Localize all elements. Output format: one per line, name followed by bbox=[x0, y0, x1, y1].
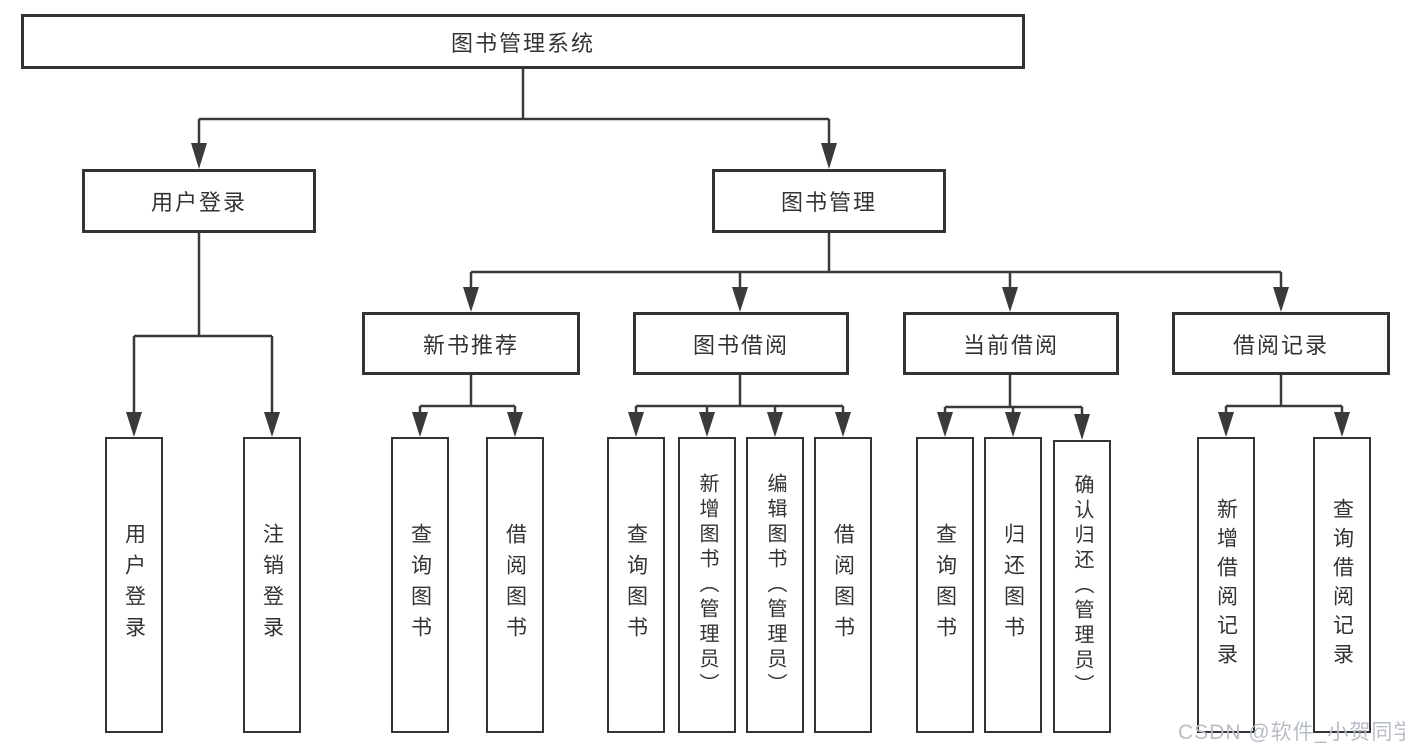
wire-current-leaves bbox=[943, 375, 1084, 414]
leaf-current-return-label: 归还图书 bbox=[1001, 523, 1025, 647]
leaf-newbooks-query-label: 查询图书 bbox=[408, 523, 432, 647]
leaf-borrowing-add-admin: 新增图书（管理员） bbox=[678, 437, 736, 733]
leaf-newbooks-borrow-label: 借阅图书 bbox=[503, 523, 527, 647]
node-borrow-records: 借阅记录 bbox=[1172, 312, 1390, 375]
arrow-to-current-query bbox=[937, 412, 953, 437]
arrow-to-new-books bbox=[463, 287, 479, 312]
leaf-current-confirm-admin: 确认归还（管理员） bbox=[1053, 440, 1111, 733]
leaf-records-query-label: 查询借阅记录 bbox=[1330, 498, 1354, 672]
node-book-borrowing-label: 图书借阅 bbox=[692, 332, 789, 358]
node-new-book-recommend-label: 新书推荐 bbox=[422, 332, 519, 358]
node-current-borrowing-label: 当前借阅 bbox=[962, 332, 1059, 358]
arrow-to-borrowing-query bbox=[628, 412, 644, 437]
wire-borrowing-leaves bbox=[634, 375, 845, 414]
node-book-borrowing: 图书借阅 bbox=[633, 312, 849, 375]
leaf-logout: 注销登录 bbox=[243, 437, 301, 733]
node-current-borrowing: 当前借阅 bbox=[903, 312, 1119, 375]
node-root-label: 图书管理系统 bbox=[450, 30, 595, 56]
arrow-to-borrowing-borrow bbox=[835, 412, 851, 437]
wire-root-level2 bbox=[197, 69, 831, 147]
arrow-to-user-login bbox=[191, 143, 207, 169]
leaf-current-return: 归还图书 bbox=[984, 437, 1042, 733]
arrow-to-current bbox=[1002, 287, 1018, 312]
node-book-management-label: 图书管理 bbox=[780, 190, 877, 215]
arrow-to-borrowing-add bbox=[699, 412, 715, 437]
node-book-management: 图书管理 bbox=[712, 169, 946, 233]
arrow-to-leaf-user-login bbox=[126, 412, 142, 437]
leaf-records-add-label: 新增借阅记录 bbox=[1214, 498, 1238, 672]
leaf-borrowing-add-admin-label: 新增图书（管理员） bbox=[696, 472, 718, 698]
arrow-to-records-add bbox=[1218, 412, 1234, 437]
leaf-borrowing-borrow-label: 借阅图书 bbox=[831, 523, 855, 647]
leaf-borrowing-query-label: 查询图书 bbox=[624, 523, 648, 647]
node-borrow-records-label: 借阅记录 bbox=[1232, 332, 1329, 358]
wire-userlogin-leaves bbox=[132, 233, 274, 414]
leaf-records-add: 新增借阅记录 bbox=[1197, 437, 1255, 733]
leaf-borrowing-query: 查询图书 bbox=[607, 437, 665, 733]
arrow-to-borrowing bbox=[732, 287, 748, 312]
arrow-to-newbooks-borrow bbox=[507, 412, 523, 437]
leaf-records-query: 查询借阅记录 bbox=[1313, 437, 1371, 733]
node-user-login: 用户登录 bbox=[82, 169, 316, 233]
leaf-logout-label: 注销登录 bbox=[260, 523, 284, 647]
leaf-current-query-label: 查询图书 bbox=[933, 523, 957, 647]
wire-newbooks-leaves bbox=[418, 375, 517, 414]
leaf-current-query: 查询图书 bbox=[916, 437, 974, 733]
arrow-to-leaf-logout bbox=[264, 412, 280, 437]
node-user-login-label: 用户登录 bbox=[150, 190, 247, 215]
csdn-watermark: CSDN @软件_小贺同学 bbox=[1178, 721, 1405, 744]
leaf-user-login-label: 用户登录 bbox=[122, 523, 146, 647]
wire-bookmgmt-level3 bbox=[469, 233, 1283, 290]
leaf-newbooks-borrow: 借阅图书 bbox=[486, 437, 544, 733]
arrow-to-records bbox=[1273, 287, 1289, 312]
arrow-to-newbooks-query bbox=[412, 412, 428, 437]
leaf-user-login: 用户登录 bbox=[105, 437, 163, 733]
arrow-to-current-return bbox=[1005, 412, 1021, 437]
arrow-to-current-confirm bbox=[1074, 414, 1090, 440]
leaf-current-confirm-admin-label: 确认归还（管理员） bbox=[1071, 474, 1093, 699]
wire-records-leaves bbox=[1224, 375, 1344, 414]
arrow-to-book-mgmt bbox=[821, 143, 837, 169]
leaf-newbooks-query: 查询图书 bbox=[391, 437, 449, 733]
node-new-book-recommend: 新书推荐 bbox=[362, 312, 580, 375]
arrow-to-records-query bbox=[1334, 412, 1350, 437]
leaf-borrowing-borrow: 借阅图书 bbox=[814, 437, 872, 733]
leaf-borrowing-edit-admin: 编辑图书（管理员） bbox=[746, 437, 804, 733]
leaf-borrowing-edit-admin-label: 编辑图书（管理员） bbox=[764, 472, 786, 698]
node-root-system: 图书管理系统 bbox=[21, 14, 1025, 69]
arrow-to-borrowing-edit bbox=[767, 412, 783, 437]
